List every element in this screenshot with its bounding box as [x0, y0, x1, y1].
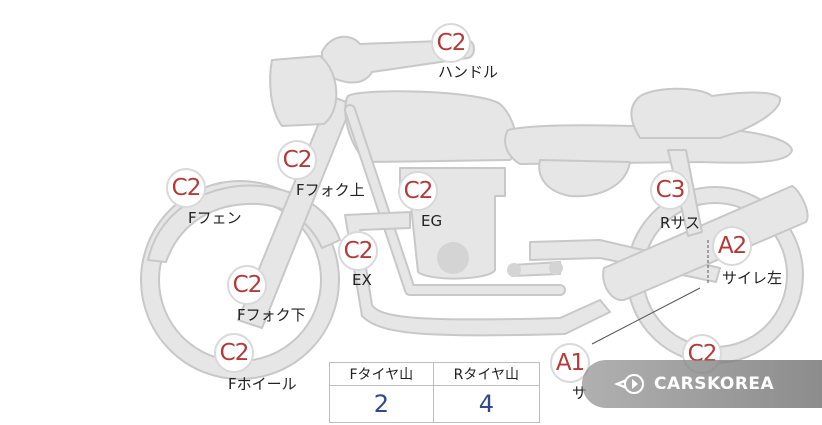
label-silencer-left: サイレ左 [722, 269, 783, 287]
tail-cowl-shape [630, 87, 782, 139]
r-tire-value: 4 [432, 385, 541, 423]
badge-f-fork-lower: C2 [227, 265, 267, 305]
badge-handle: C2 [431, 23, 471, 63]
f-tire-value: 2 [329, 385, 434, 423]
headlight-shape [269, 55, 338, 127]
watermark-text: CARSKOREA [654, 374, 775, 394]
label-handle: ハンドル [438, 63, 499, 81]
fuel-tank-shape [344, 90, 518, 163]
table-row: 2 4 [329, 385, 541, 423]
label-f-fork-lower: Fフォク下 [237, 306, 306, 324]
label-r-suspension: Rサス [660, 214, 701, 232]
badge-f-fork-upper: C2 [277, 140, 317, 180]
carskorea-logo-icon [614, 374, 644, 394]
tire-tread-table: Fタイヤ山 Rタイヤ山 2 4 [329, 362, 541, 423]
label-f-fork-upper: Fフォク上 [296, 181, 365, 199]
label-exhaust: EX [352, 271, 372, 289]
badge-silencer-left: A2 [712, 226, 752, 266]
badge-f-fender: C2 [166, 168, 206, 208]
f-tire-header: Fタイヤ山 [329, 362, 434, 386]
exhaust-pipe-shape [344, 211, 611, 337]
r-tire-header: Rタイヤ山 [432, 362, 541, 386]
badge-engine: C2 [398, 171, 438, 211]
side-cover-shape [538, 159, 631, 198]
leader-line-a1 [591, 287, 701, 345]
label-engine: EG [421, 212, 443, 230]
label-f-fender: Fフェン [188, 209, 242, 227]
badge-exhaust: C2 [338, 231, 378, 271]
badge-r-suspension: C3 [650, 170, 690, 210]
badge-f-wheel: C2 [214, 333, 254, 373]
label-f-wheel: Fホイール [228, 375, 297, 393]
table-row: Fタイヤ山 Rタイヤ山 [329, 362, 541, 386]
silencer-shape [602, 185, 809, 302]
carskorea-watermark: CARSKOREA [582, 360, 822, 408]
